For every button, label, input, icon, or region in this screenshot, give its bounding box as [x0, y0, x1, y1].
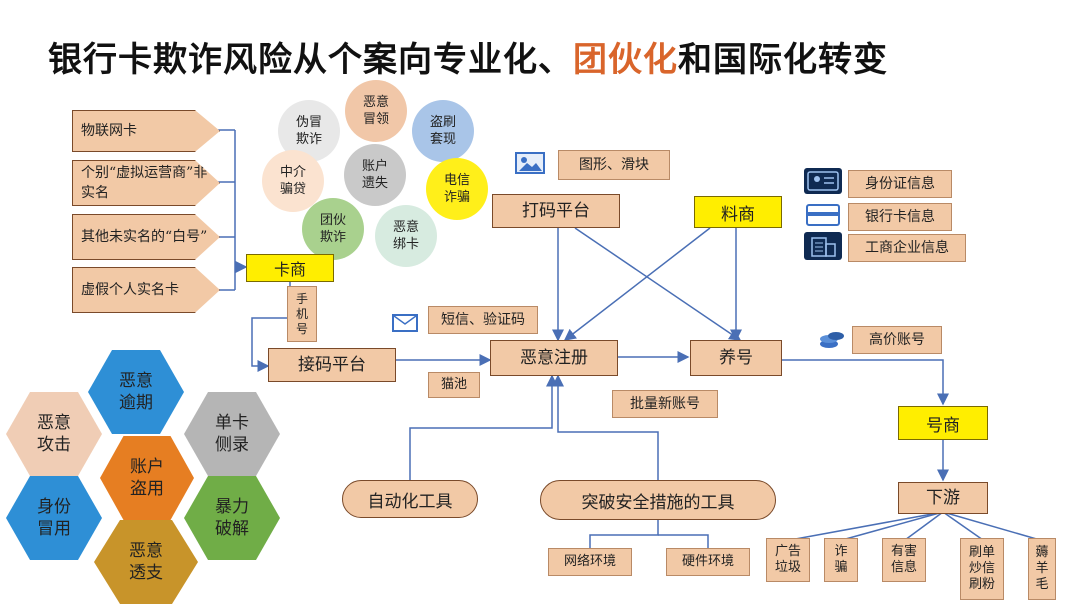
downstream-box: 下游 [898, 482, 988, 514]
coins-icon [818, 330, 846, 350]
bank-card-icon [806, 204, 840, 226]
line-bypass-to-register [552, 374, 659, 480]
line-auto-to-register [409, 374, 558, 480]
line-material-to-register [563, 227, 711, 341]
bank-info-label: 银行卡信息 [848, 203, 952, 231]
line-raise-to-dealer [782, 359, 949, 406]
hex-brute-force: 暴力 破解 [184, 476, 280, 560]
page-title: 银行卡欺诈风险从个案向专业化、团伙化和国际化转变 [48, 32, 1068, 84]
source-label: 个别“虚拟运营商”非实名 [81, 165, 208, 201]
sms-code-label: 短信、验证码 [428, 306, 538, 334]
sms-platform-box: 接码平台 [268, 348, 396, 382]
line-captcha-to-raise [574, 227, 742, 341]
source-label: 其他未实名的“白号” [81, 229, 208, 245]
high-value-account-label: 高价账号 [852, 326, 942, 354]
graphic-slider-label: 图形、滑块 [558, 150, 670, 180]
bypass-tools-pill: 突破安全措施的工具 [540, 480, 776, 520]
downstream-harmful-info: 有害 信息 [882, 538, 926, 582]
circle-telecom-fraud: 电信 诈骗 [426, 158, 488, 220]
card-dealer-box: 卡商 [246, 254, 334, 282]
raise-account-box: 养号 [690, 340, 782, 376]
line-bypass-to-hardware [658, 534, 709, 548]
source-fake-real-name: 虚假个人实名卡 [72, 267, 220, 313]
title-part-1: 银行卡欺诈风险从个案向专业化、 [48, 40, 573, 80]
circle-gang-fraud: 团伙 欺诈 [302, 198, 364, 260]
title-part-2: 和国际化转变 [678, 40, 888, 80]
circle-theft-cash: 盗刷 套现 [412, 100, 474, 162]
downstream-fraud: 诈 骗 [824, 538, 858, 582]
hex-single-card-record: 单卡 侧录 [184, 392, 280, 476]
hex-malicious-overdue: 恶意 逾期 [88, 350, 184, 434]
source-white-number: 其他未实名的“白号” [72, 214, 220, 260]
hex-identity-fraud: 身份 冒用 [6, 476, 102, 560]
line-down-4 [942, 511, 984, 541]
line-down-1 [789, 511, 944, 541]
line-down-3 [904, 511, 944, 541]
cat-pool-label: 猫池 [428, 372, 480, 398]
line-bypass-to-network [589, 520, 659, 548]
source-virtual-operator: 个别“虚拟运营商”非实名 [72, 160, 220, 206]
batch-accounts-label: 批量新账号 [612, 390, 718, 418]
downstream-ad-spam: 广告 垃圾 [766, 538, 810, 582]
business-icon [804, 232, 842, 260]
hex-malicious-attack: 恶意 攻击 [6, 392, 102, 476]
id-info-label: 身份证信息 [848, 170, 952, 198]
source-iot-card: 物联网卡 [72, 110, 220, 152]
downstream-wool: 薅 羊 毛 [1028, 538, 1056, 600]
source-label: 物联网卡 [81, 123, 137, 139]
downstream-fake-orders: 刷单 炒信 刷粉 [960, 538, 1004, 600]
account-dealer-box: 号商 [898, 406, 988, 440]
title-highlight: 团伙化 [573, 40, 678, 80]
image-icon [515, 152, 545, 174]
mail-icon [392, 314, 418, 332]
circle-agent-loan: 中介 骗贷 [262, 150, 324, 212]
source-label: 虚假个人实名卡 [81, 282, 179, 298]
line-down-2 [841, 511, 944, 541]
hardware-env-label: 硬件环境 [666, 548, 750, 576]
circle-malicious-claim: 恶意 冒领 [345, 80, 407, 142]
id-card-icon [804, 168, 842, 194]
network-env-label: 网络环境 [548, 548, 632, 576]
malicious-register-box: 恶意注册 [490, 340, 618, 376]
business-info-label: 工商企业信息 [848, 234, 966, 262]
circle-account-lost: 账户 遗失 [344, 144, 406, 206]
phone-number-label: 手 机 号 [287, 286, 317, 342]
material-dealer-box: 料商 [694, 196, 782, 228]
circle-malicious-bind: 恶意 绑卡 [375, 205, 437, 267]
captcha-platform-box: 打码平台 [492, 194, 620, 228]
line-down-5 [942, 511, 1041, 541]
automation-tools-pill: 自动化工具 [342, 480, 478, 518]
